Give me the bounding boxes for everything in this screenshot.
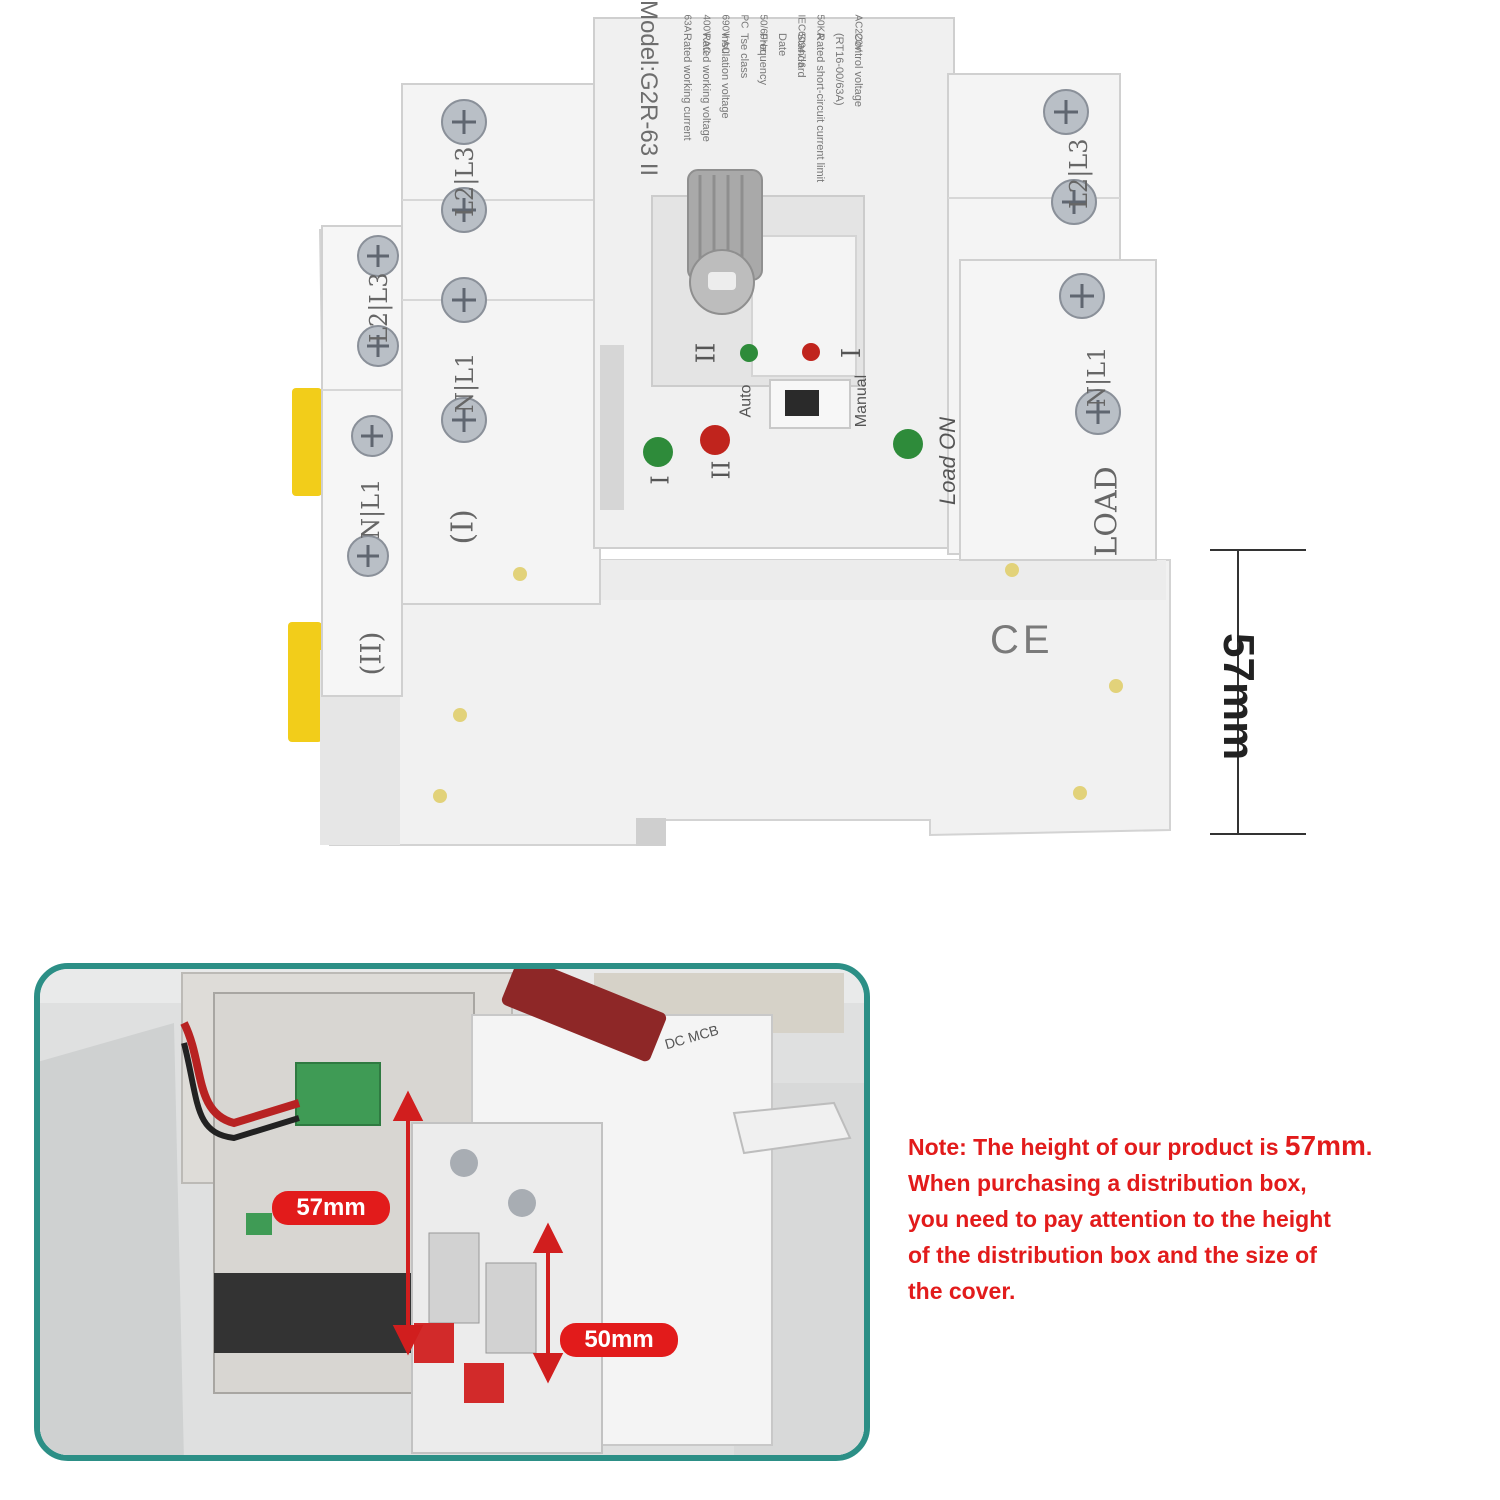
spec-label: (RT16-00/63A) xyxy=(833,33,845,106)
height-tag-57mm: 57mm xyxy=(272,1191,390,1225)
spec-value: 50/60Hz xyxy=(757,14,769,52)
source-i-bottom-label: N|L1 xyxy=(451,352,479,413)
spec-value: 690V AC xyxy=(719,14,731,54)
source-ii-led-label: II xyxy=(707,460,736,480)
manual-label: Manual xyxy=(853,374,871,428)
load-top-label: L2|L3 xyxy=(1065,138,1093,210)
spec-value: PC xyxy=(738,14,750,29)
body-rivets xyxy=(433,563,1123,803)
height-tag-50mm: 50mm xyxy=(560,1323,678,1357)
source-i-top-label: L2|L3 xyxy=(451,146,479,218)
note-suffix: . xyxy=(1365,1134,1373,1160)
source-ii-top-label: L2|L3 xyxy=(365,272,393,344)
note-line-4: of the distribution box and the size of xyxy=(908,1242,1317,1268)
load-bottom-label: N|L1 xyxy=(1083,346,1111,407)
control-side-strip xyxy=(600,345,624,510)
switch-i-led xyxy=(802,343,820,361)
switch-handle xyxy=(687,169,763,315)
note-line-1: Note: The height of our product is 57mm. xyxy=(908,1128,1488,1165)
installation-photo: DC MCB 57mm 50mm xyxy=(34,963,870,1461)
note-line-5: the cover. xyxy=(908,1278,1016,1304)
spec-value: 50KA xyxy=(814,14,826,39)
model-label: Model:G2R-63 II xyxy=(635,0,662,177)
spec-value: IEC60947-6 xyxy=(795,14,807,68)
source-ii-led xyxy=(700,425,730,455)
note-line-2: When purchasing a distribution box, xyxy=(908,1170,1307,1196)
note-line-3: you need to pay attention to the height xyxy=(908,1206,1331,1232)
auto-label: Auto xyxy=(737,384,755,418)
spec-label: Date xyxy=(776,33,788,57)
source-i-module xyxy=(401,83,601,605)
source-ii-module xyxy=(321,225,403,697)
note-height-value: 57mm xyxy=(1284,1130,1366,1161)
height-note: Note: The height of our product is 57mm.… xyxy=(908,1128,1488,1309)
source-ii-tag: (II) xyxy=(354,631,388,676)
spec-value: AC220V xyxy=(852,14,864,52)
source-i-tag: (I) xyxy=(445,509,481,545)
switch-ii-label: II xyxy=(691,342,722,364)
spec-value: 63A xyxy=(681,14,693,33)
source-i-led-label: I xyxy=(646,475,675,485)
installation-photo-scene xyxy=(40,969,864,1455)
switch-i-label: I xyxy=(837,347,868,359)
din-clip-upper xyxy=(292,388,322,496)
mode-selector-slider xyxy=(785,390,819,416)
dimension-57mm-label: 57mm xyxy=(1214,633,1263,761)
load-on-label: Load ON xyxy=(935,416,961,506)
din-rail-slot xyxy=(636,818,666,846)
note-prefix: Note: The height of our product is xyxy=(908,1134,1285,1160)
switch-ii-led xyxy=(740,344,758,362)
dual-power-switch-illustration xyxy=(288,17,1171,846)
spec-value: 400V AC xyxy=(700,14,712,54)
load-on-led xyxy=(893,429,923,459)
load-tag: LOAD xyxy=(1089,466,1125,557)
source-i-led xyxy=(643,437,673,467)
ce-mark: CE xyxy=(990,618,1054,662)
load-terminal-block xyxy=(959,259,1157,561)
source-ii-bottom-label: N|L1 xyxy=(357,478,385,539)
dimension-lines xyxy=(1210,549,1306,835)
din-clip-lower xyxy=(288,622,322,742)
